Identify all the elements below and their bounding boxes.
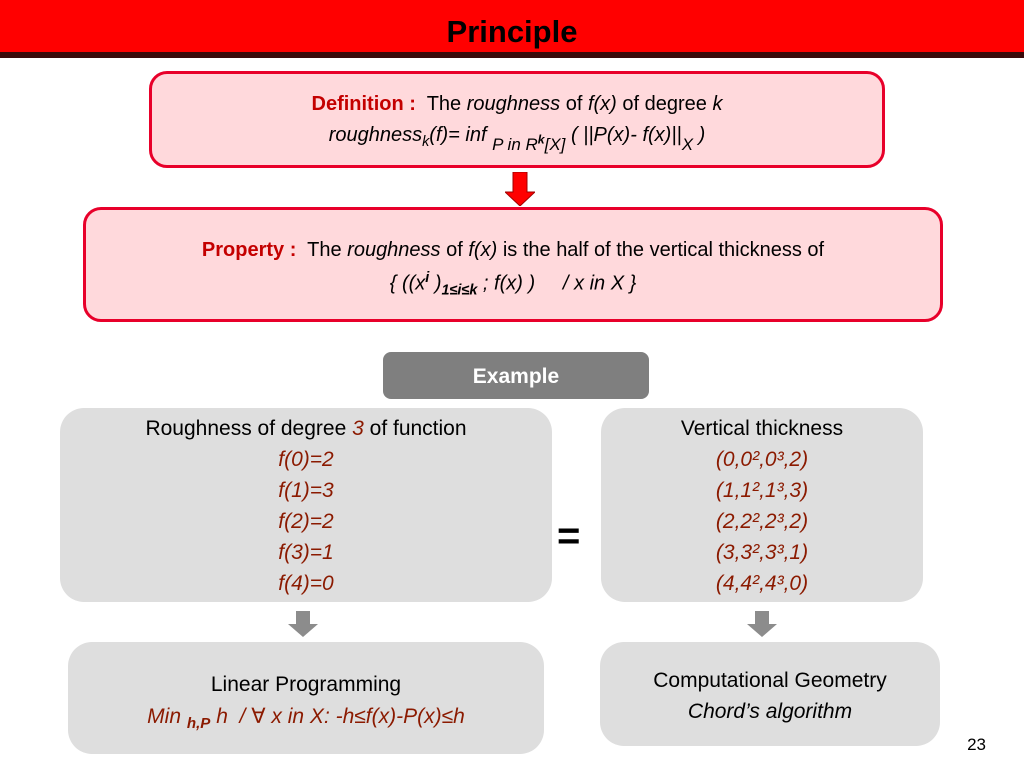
- min-text: Min: [147, 705, 181, 728]
- computational-geometry-title: Computational Geometry: [653, 669, 887, 692]
- formula-sup-k: k: [537, 132, 545, 147]
- min-subscript: h,P: [186, 715, 211, 733]
- property-text-1: The: [307, 239, 342, 261]
- formula-part-2: (f)= inf: [429, 124, 487, 146]
- definition-text-3: of: [565, 93, 583, 115]
- point-row: (1,1²,1³,3): [715, 479, 809, 502]
- page-number: 23: [967, 735, 986, 754]
- constraint-text: h / ∀ x in X: -h≤f(x)-P(x)≤h: [216, 705, 465, 728]
- formula-sub-k: k: [422, 134, 430, 150]
- heading-part-3: of function: [369, 417, 467, 440]
- definition-text-2: roughness: [466, 93, 561, 115]
- chord-algorithm-label: Chord’s algorithm: [687, 700, 853, 723]
- definition-label: Definition :: [311, 93, 416, 115]
- property-text-5: is the half of the vertical thickness of: [502, 239, 825, 261]
- definition-text-4: f(x): [587, 93, 617, 115]
- function-value-row: f(3)=1: [278, 541, 334, 564]
- formula-part-5: ( ||P(x)- f(x)||: [570, 124, 682, 146]
- linear-programming-formula: Min h,P h / ∀ x in X: -h≤f(x)-P(x)≤h: [68, 704, 544, 732]
- property-box: Property : The roughness of f(x) is the …: [83, 207, 943, 322]
- linear-programming-title: Linear Programming: [210, 673, 402, 696]
- point-row: (3,3²,3³,1): [715, 541, 809, 564]
- definition-formula: roughnessk(f)= inf P in Rk[X] ( ||P(x)- …: [152, 124, 882, 154]
- formula-part-6: ): [698, 124, 706, 146]
- function-value-row: f(1)=3: [278, 479, 334, 502]
- formula-sub-x: X: [681, 135, 694, 154]
- point-row: (4,4²,4³,0): [715, 572, 809, 595]
- definition-text-1: The: [426, 93, 462, 115]
- vertical-thickness-box: Vertical thickness (0,0²,0³,2) (1,1²,1³,…: [601, 408, 923, 602]
- computational-geometry-box: Computational Geometry Chord’s algorithm: [600, 642, 940, 746]
- set-sub-range: 1≤i≤k: [441, 282, 478, 299]
- equals-sign: =: [557, 514, 581, 558]
- property-text-2: roughness: [347, 239, 441, 261]
- definition-text-6: k: [712, 93, 723, 115]
- property-label: Property :: [201, 239, 297, 261]
- down-arrow-icon: [288, 611, 318, 637]
- function-value-row: f(2)=2: [278, 510, 334, 533]
- point-row: (0,0²,0³,2): [715, 448, 809, 471]
- definition-text-5: of degree: [622, 93, 707, 115]
- formula-part-1: roughness: [328, 124, 423, 146]
- down-arrow-icon: [747, 611, 777, 637]
- point-row: (2,2²,2³,2): [715, 510, 809, 533]
- roughness-example-box: Roughness of degree 3 of function f(0)=2…: [60, 408, 552, 602]
- formula-inf-subscript: P in Rk[X]: [492, 132, 566, 154]
- heading-part-1: Roughness of degree: [145, 417, 347, 440]
- set-part-3: ; f(x) ) / x in X }: [482, 272, 637, 295]
- example-label: Example: [383, 352, 649, 399]
- title-bar: Principle: [0, 0, 1024, 58]
- function-value-row: f(4)=0: [278, 572, 334, 595]
- vertical-thickness-heading: Vertical thickness: [680, 417, 844, 440]
- formula-x-set: [X]: [544, 135, 566, 154]
- formula-p-in-r: P in R: [492, 135, 538, 154]
- down-arrow-icon: [505, 172, 535, 206]
- slide-title: Principle: [446, 14, 578, 49]
- property-text-4: f(x): [468, 239, 498, 261]
- roughness-heading: Roughness of degree 3 of function: [60, 417, 552, 448]
- set-part-2: ): [434, 272, 442, 295]
- definition-box: Definition : The roughness of f(x) of de…: [149, 71, 885, 168]
- set-part-1: { ((x: [389, 272, 426, 295]
- heading-degree: 3: [352, 417, 364, 440]
- property-line-1: Property : The roughness of f(x) is the …: [86, 239, 940, 262]
- set-sup-i: i: [425, 270, 430, 286]
- function-value-row: f(0)=2: [278, 448, 334, 471]
- property-text-3: of: [446, 239, 463, 261]
- linear-programming-box: Linear Programming Min h,P h / ∀ x in X:…: [68, 642, 544, 754]
- property-set: { ((xi )1≤i≤k ; f(x) ) / x in X }: [86, 270, 940, 299]
- definition-line-1: Definition : The roughness of f(x) of de…: [152, 93, 882, 116]
